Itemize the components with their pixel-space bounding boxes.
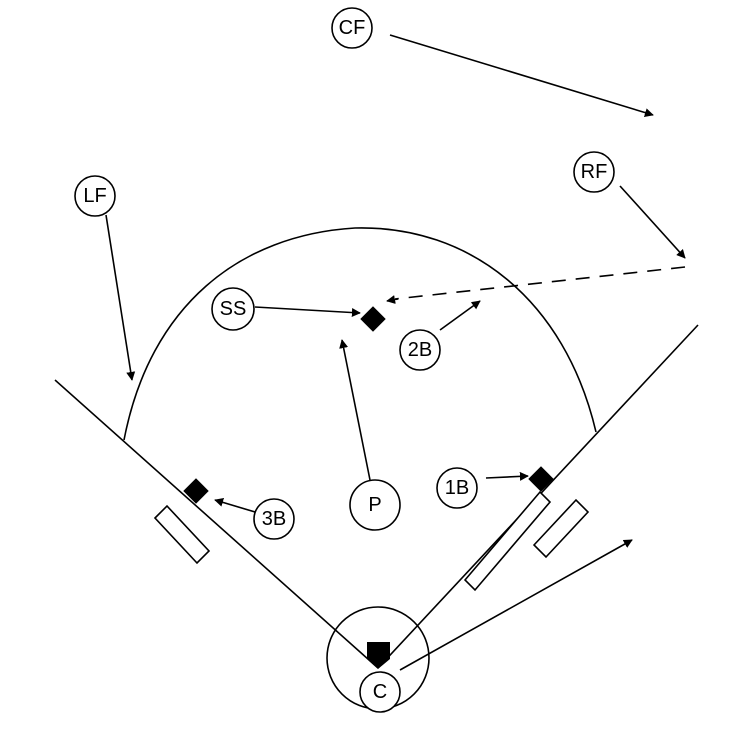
first-base-coach-box bbox=[532, 498, 590, 559]
cf-arrow bbox=[389, 34, 654, 117]
position-label-rf: RF bbox=[581, 161, 608, 183]
position-label-3b: 3B bbox=[262, 508, 286, 530]
position-label-p: P bbox=[368, 494, 381, 516]
ss-arrow bbox=[254, 306, 361, 318]
position-label-ss: SS bbox=[220, 298, 247, 320]
position-rf: RF bbox=[573, 151, 615, 193]
lf-arrow bbox=[105, 214, 136, 381]
relay-dashed-line bbox=[394, 266, 686, 300]
position-lf: LF bbox=[74, 175, 116, 217]
position-1b: 1B bbox=[436, 467, 478, 509]
pitcher-arrow bbox=[339, 339, 371, 481]
second-base-fielder-arrow bbox=[439, 300, 481, 331]
position-c: C bbox=[359, 671, 401, 713]
position-label-1b: 1B bbox=[445, 477, 469, 499]
position-p: P bbox=[349, 479, 401, 531]
position-label-lf: LF bbox=[83, 185, 106, 207]
rf-arrow bbox=[619, 185, 686, 259]
relay-arrow bbox=[386, 295, 399, 304]
position-3b: 3B bbox=[253, 498, 295, 540]
second-base bbox=[360, 306, 386, 332]
third-base-foul-line bbox=[54, 379, 379, 669]
first-base-fielder-arrow bbox=[485, 471, 529, 481]
home-plate bbox=[367, 642, 390, 669]
third-base bbox=[183, 478, 209, 504]
third-base-coach-box bbox=[153, 504, 211, 565]
first-base bbox=[528, 466, 554, 492]
position-cf: CF bbox=[331, 7, 373, 49]
position-2b: 2B bbox=[399, 329, 441, 371]
first-base-running-lane bbox=[463, 490, 552, 592]
position-ss: SS bbox=[211, 287, 255, 331]
catcher-arrow bbox=[399, 539, 633, 671]
position-label-cf: CF bbox=[339, 17, 366, 39]
third-base-fielder-arrow bbox=[214, 498, 256, 513]
infield-arc bbox=[123, 227, 597, 441]
position-label-2b: 2B bbox=[408, 339, 432, 361]
position-label-c: C bbox=[373, 681, 387, 703]
